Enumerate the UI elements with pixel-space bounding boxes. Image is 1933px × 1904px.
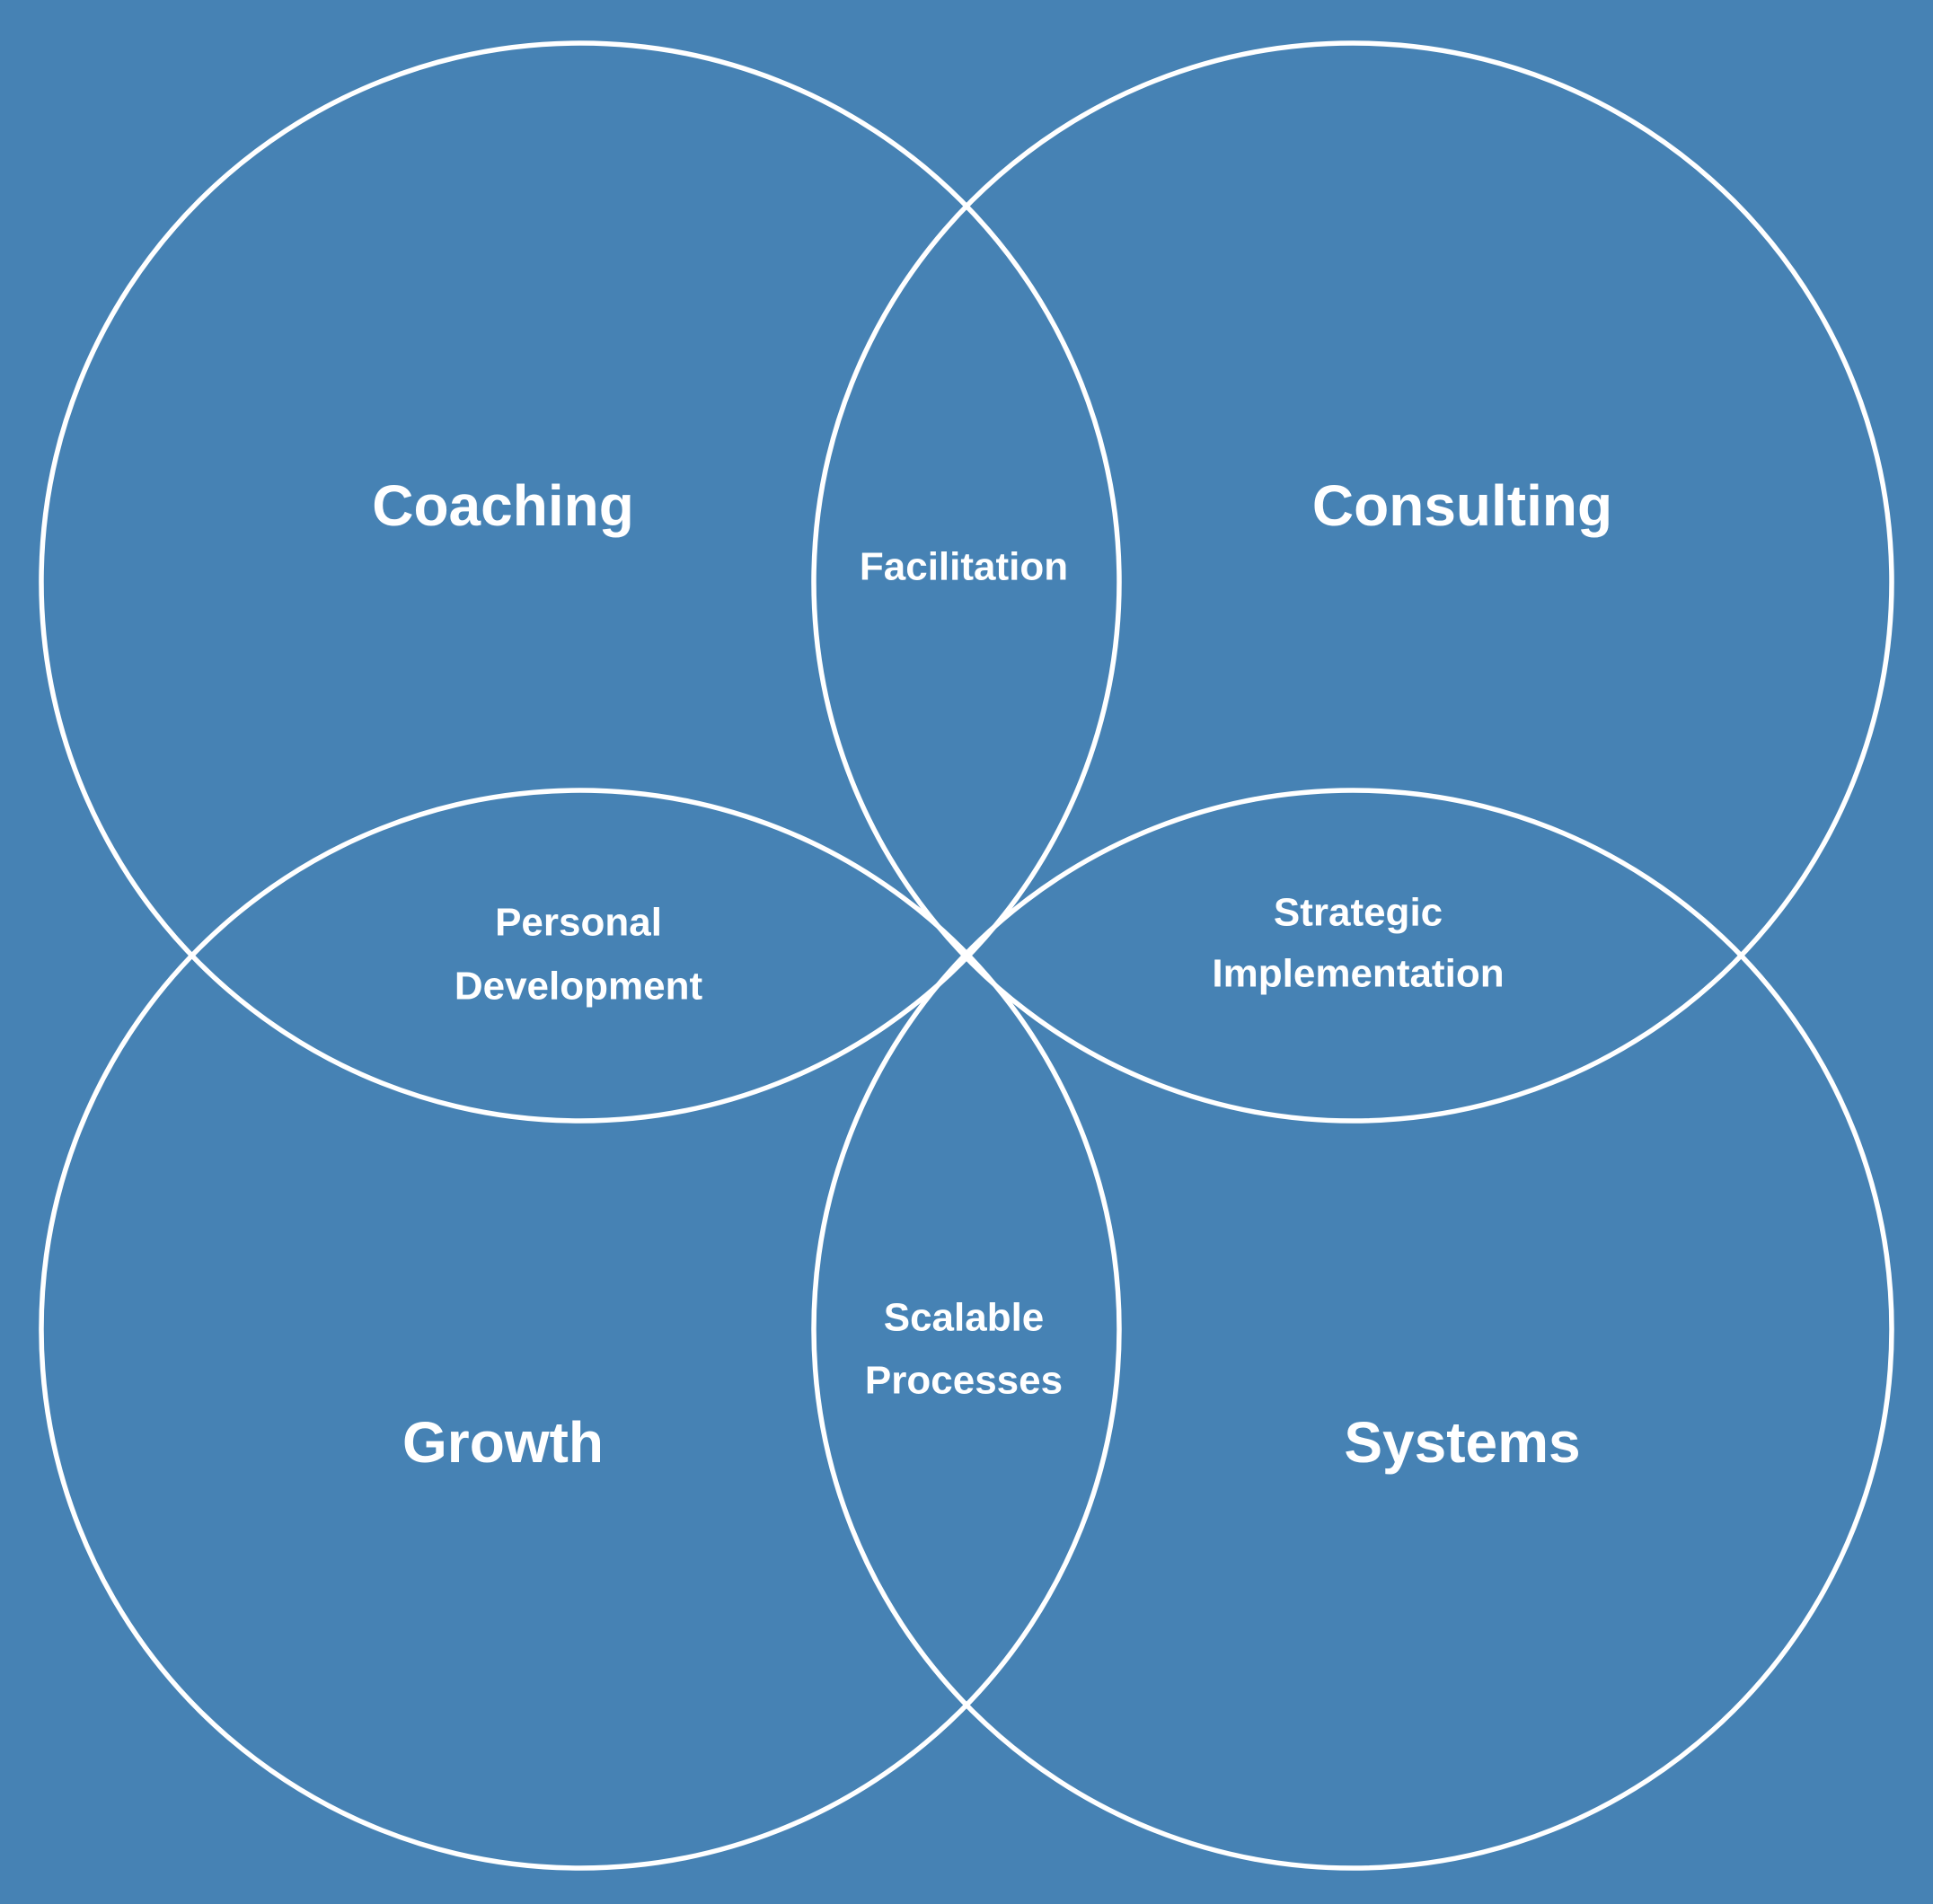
label-coaching: Coaching — [372, 473, 634, 538]
label-personal-development-line2: Development — [455, 965, 703, 1009]
label-scalable-processes-line1: Scalable — [884, 1296, 1045, 1340]
label-facilitation: Facilitation — [860, 545, 1068, 589]
label-consulting: Consulting — [1312, 473, 1612, 538]
label-personal-development-line1: Personal — [495, 901, 662, 945]
label-systems: Systems — [1344, 1410, 1580, 1475]
circle-systems — [811, 788, 1894, 1871]
label-strategic-implementation-line1: Strategic — [1274, 891, 1443, 935]
circle-growth — [39, 788, 1122, 1871]
circle-consulting — [811, 40, 1894, 1124]
circle-coaching — [39, 40, 1122, 1124]
label-growth: Growth — [402, 1410, 604, 1475]
label-scalable-processes-line2: Processes — [865, 1359, 1063, 1403]
label-strategic-implementation-line2: Implementation — [1212, 952, 1504, 996]
